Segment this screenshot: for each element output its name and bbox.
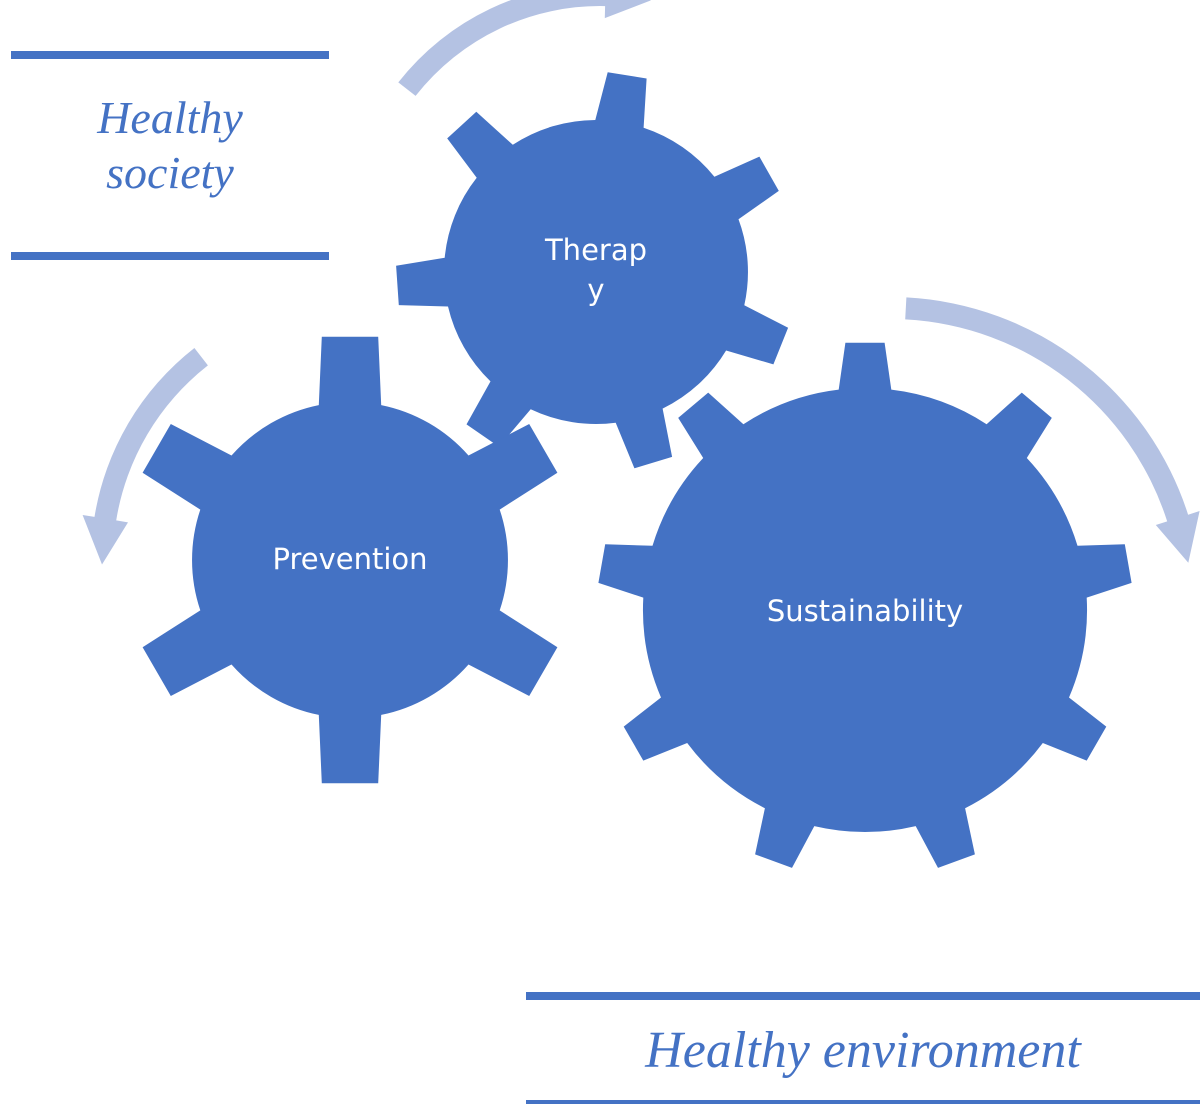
society-heading-line2: society [106,147,234,199]
society-bottom-rule [11,252,329,260]
society-top-rule [11,51,329,59]
environment-heading: Healthy environment [645,1022,1081,1079]
society-heading: Healthy society [11,90,329,200]
therapy-arrow-icon [398,0,651,96]
therapy-label-continued: y [587,273,604,307]
therapy-gear [396,72,789,469]
environment-bottom-rule [526,1100,1200,1104]
prevention-label: Prevention [272,542,427,576]
prevention-gear [142,336,558,784]
therapy-label: Therap [544,233,647,267]
sustainability-arrow-icon [905,297,1200,563]
environment-top-rule [526,992,1200,1000]
sustainability-label: Sustainability [767,594,963,628]
prevention-arrow-icon [82,348,208,565]
society-heading-line1: Healthy [97,92,243,143]
sustainability-gear [598,342,1132,868]
